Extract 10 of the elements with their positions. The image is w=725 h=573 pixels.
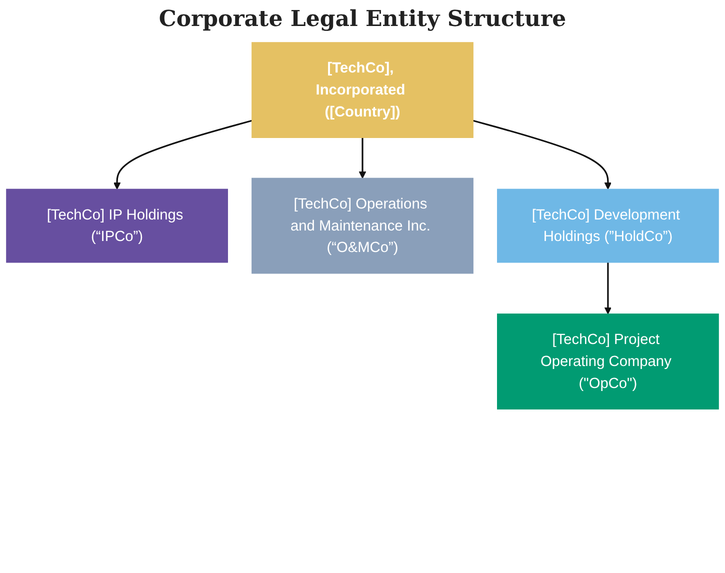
arrow xyxy=(113,120,252,190)
node-box: [TechCo] IP Holdings (“IPCo”) xyxy=(6,188,228,263)
node-box: [TechCo] Operations and Maintenance Inc. (“O&MCo”) xyxy=(252,178,474,274)
node-box: [TechCo] Project Operating Company ("OpCo") xyxy=(497,314,719,410)
arrow xyxy=(358,138,366,179)
node-box: [TechCo], Incorporated ([Country]) xyxy=(252,42,474,138)
node-box: [TechCo] Development Holdings (”HoldCo”) xyxy=(497,188,719,263)
arrow xyxy=(472,120,612,190)
arrow xyxy=(604,262,612,314)
diagram-title: Corporate Legal Entity Structure xyxy=(158,6,568,32)
